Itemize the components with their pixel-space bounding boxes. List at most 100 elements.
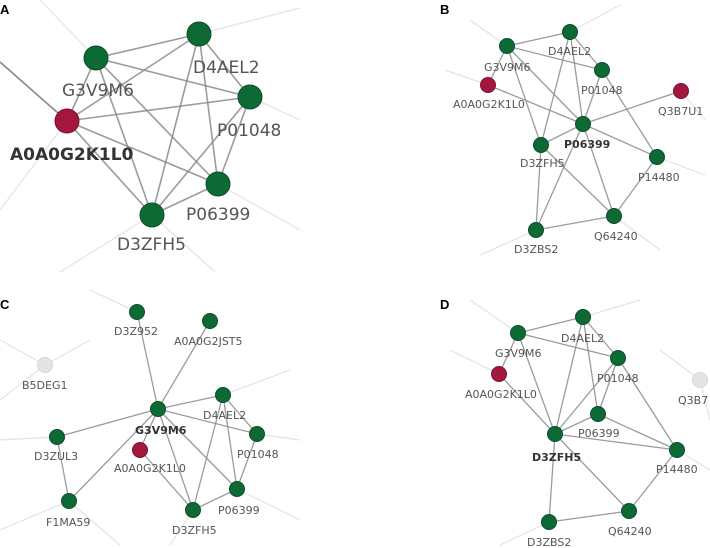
edge — [151, 96, 251, 216]
node-label-g3v9m6: G3V9M6 — [495, 347, 542, 360]
node-label-p14480: P14480 — [656, 463, 698, 476]
node-label-q64240: Q64240 — [608, 525, 652, 538]
edge — [56, 408, 159, 438]
edge — [56, 436, 70, 502]
node-p01048 — [594, 62, 610, 78]
edge — [548, 510, 630, 523]
panel-letter-d: D — [440, 297, 449, 312]
edges-a — [66, 33, 251, 216]
background-edge — [582, 299, 641, 318]
edge — [628, 449, 678, 512]
edge — [487, 84, 584, 125]
node-label-f1ma59: F1MA59 — [46, 516, 90, 529]
edges-d — [498, 316, 678, 523]
node-label-q3b7: Q3B7 — [678, 394, 708, 407]
node-label-p06399: P06399 — [218, 504, 260, 517]
edge — [157, 320, 211, 410]
edge — [95, 57, 153, 216]
node-label-a0a0g2k1l0: A0A0G2K1L0 — [10, 145, 134, 165]
node-g3v9m6 — [83, 45, 109, 71]
node-p01048 — [249, 426, 265, 442]
edge — [554, 316, 584, 435]
node-label-d4ael2: D4AEL2 — [203, 409, 246, 422]
edge — [151, 33, 200, 216]
edges-b — [487, 31, 682, 231]
background-edge — [59, 214, 153, 273]
panel-letter-b: B — [440, 2, 449, 17]
edge — [540, 144, 615, 217]
node-g3v9m6 — [499, 38, 515, 54]
node-p06399 — [205, 171, 231, 197]
node-a0a0g2jst5 — [202, 313, 218, 329]
edge — [217, 96, 251, 185]
background-edge — [44, 339, 91, 366]
edge — [157, 408, 238, 490]
node-a0a0g2k1l0 — [132, 442, 148, 458]
node-label-p01048: P01048 — [581, 84, 623, 97]
node-label-p01048: P01048 — [237, 448, 279, 461]
edge — [582, 123, 658, 158]
edge — [95, 57, 251, 98]
node-p06399 — [575, 116, 591, 132]
background-edge — [151, 214, 216, 273]
edge — [136, 311, 159, 410]
node-label-d3zfh5: D3ZFH5 — [172, 524, 217, 537]
panel-c: C D3Z952A0A0G2JST5B5DEG1G3V9M6D4AEL2D3ZU… — [0, 297, 279, 537]
background-edge — [89, 289, 138, 313]
edge — [554, 357, 619, 435]
edge — [582, 316, 599, 415]
node-label-d3zbs2: D3ZBS2 — [514, 243, 558, 256]
background-edge — [479, 229, 537, 256]
edge — [569, 31, 584, 125]
node-label-a0a0g2k1l0: A0A0G2K1L0 — [453, 98, 525, 111]
node-d4ael2 — [562, 24, 578, 40]
edge — [236, 433, 258, 490]
node-p06399 — [229, 481, 245, 497]
background-edge — [0, 364, 46, 401]
node-p01048 — [610, 350, 626, 366]
node-label-d3zfh5: D3ZFH5 — [117, 235, 186, 255]
node-label-g3v9m6: G3V9M6 — [484, 61, 531, 74]
edge — [506, 31, 571, 47]
edge — [535, 123, 584, 231]
node-g3v9m6 — [150, 401, 166, 417]
background-edge — [222, 369, 291, 396]
node-p01048 — [237, 84, 263, 110]
edge — [540, 31, 571, 146]
edge — [157, 408, 194, 511]
panel-a-incoming-edge — [0, 61, 68, 122]
node-label-d4ael2: D4AEL2 — [548, 45, 591, 58]
edges-c — [56, 311, 258, 511]
node-p14480 — [649, 149, 665, 165]
node-label-p06399: P06399 — [564, 138, 610, 151]
panel-b: B G3V9M6D4AEL2A0A0G2K1L0P01048Q3B7U1P063… — [440, 2, 703, 256]
node-label-d3z952: D3Z952 — [114, 325, 158, 338]
background-edge — [198, 7, 301, 35]
node-label-g3v9m6: G3V9M6 — [135, 424, 187, 437]
edge — [506, 45, 584, 125]
node-q3b7u1 — [673, 83, 689, 99]
background-edge — [217, 183, 301, 231]
background-edge — [613, 215, 661, 251]
background-edge — [0, 120, 68, 211]
edge — [68, 408, 159, 502]
node-d3zbs2 — [528, 222, 544, 238]
edge — [506, 45, 603, 71]
node-d4ael2 — [575, 309, 591, 325]
edge — [198, 33, 251, 98]
edge — [517, 316, 584, 334]
edge — [597, 413, 678, 451]
edge — [582, 316, 619, 359]
edge — [569, 31, 603, 71]
node-d3zfh5 — [139, 202, 165, 228]
node-label-a0a0g2k1l0: A0A0G2K1L0 — [114, 462, 186, 475]
edge — [66, 120, 219, 185]
edge — [66, 96, 251, 122]
node-label-d3zul3: D3ZUL3 — [34, 450, 78, 463]
background-edge — [0, 339, 46, 366]
edge — [222, 394, 258, 435]
background-edge — [569, 4, 621, 33]
node-label-d3zfh5: D3ZFH5 — [520, 157, 565, 170]
edge — [506, 45, 542, 146]
background-edge — [656, 156, 706, 176]
